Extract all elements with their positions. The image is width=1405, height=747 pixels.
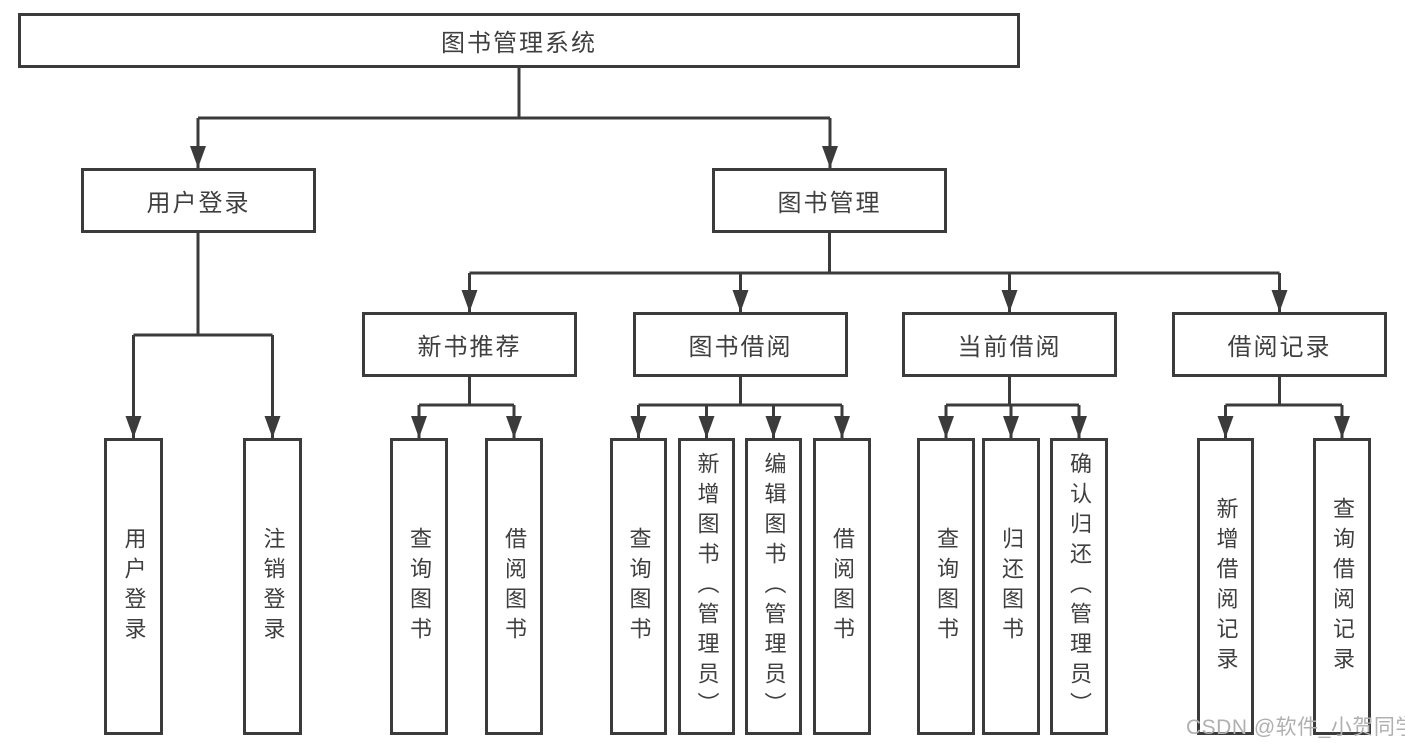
leaf-confirm-return-admin: 确认归还（管理员） xyxy=(1050,438,1108,735)
connector-book-borrow xyxy=(637,377,844,438)
leaf-borrow-books: 借阅图书 xyxy=(813,438,871,735)
connector-user-login xyxy=(132,233,274,438)
leaf-add-borrow-record: 新增借阅记录 xyxy=(1197,438,1254,735)
leaf-user-login: 用户登录 xyxy=(104,438,163,735)
connector-root xyxy=(196,67,832,168)
leaf-add-books-admin: 新增图书（管理员） xyxy=(678,438,735,735)
leaf-return-books: 归还图书 xyxy=(982,438,1040,735)
node-new-book-recommend: 新书推荐 xyxy=(362,312,577,377)
node-borrow-records: 借阅记录 xyxy=(1172,312,1387,377)
connector-new-book-recommend xyxy=(417,377,516,438)
node-current-borrow: 当前借阅 xyxy=(902,312,1117,377)
node-root: 图书管理系统 xyxy=(18,13,1020,68)
csdn-watermark: CSDN @软件_小贺同学 xyxy=(1186,716,1405,739)
leaf-query-books-recommend: 查询图书 xyxy=(390,438,448,735)
leaf-borrow-books-recommend: 借阅图书 xyxy=(485,438,543,735)
leaf-edit-books-admin: 编辑图书（管理员） xyxy=(745,438,802,735)
leaf-query-borrow-record: 查询借阅记录 xyxy=(1313,438,1371,735)
node-book-management: 图书管理 xyxy=(712,168,947,233)
node-user-login: 用户登录 xyxy=(81,168,316,233)
leaf-query-books-borrow: 查询图书 xyxy=(610,438,667,735)
node-book-borrow: 图书借阅 xyxy=(633,312,848,377)
leaf-logout-login: 注销登录 xyxy=(243,438,302,735)
connector-book-management xyxy=(468,233,1281,312)
leaf-query-books-current: 查询图书 xyxy=(917,438,975,735)
connector-borrow-records xyxy=(1224,377,1344,438)
